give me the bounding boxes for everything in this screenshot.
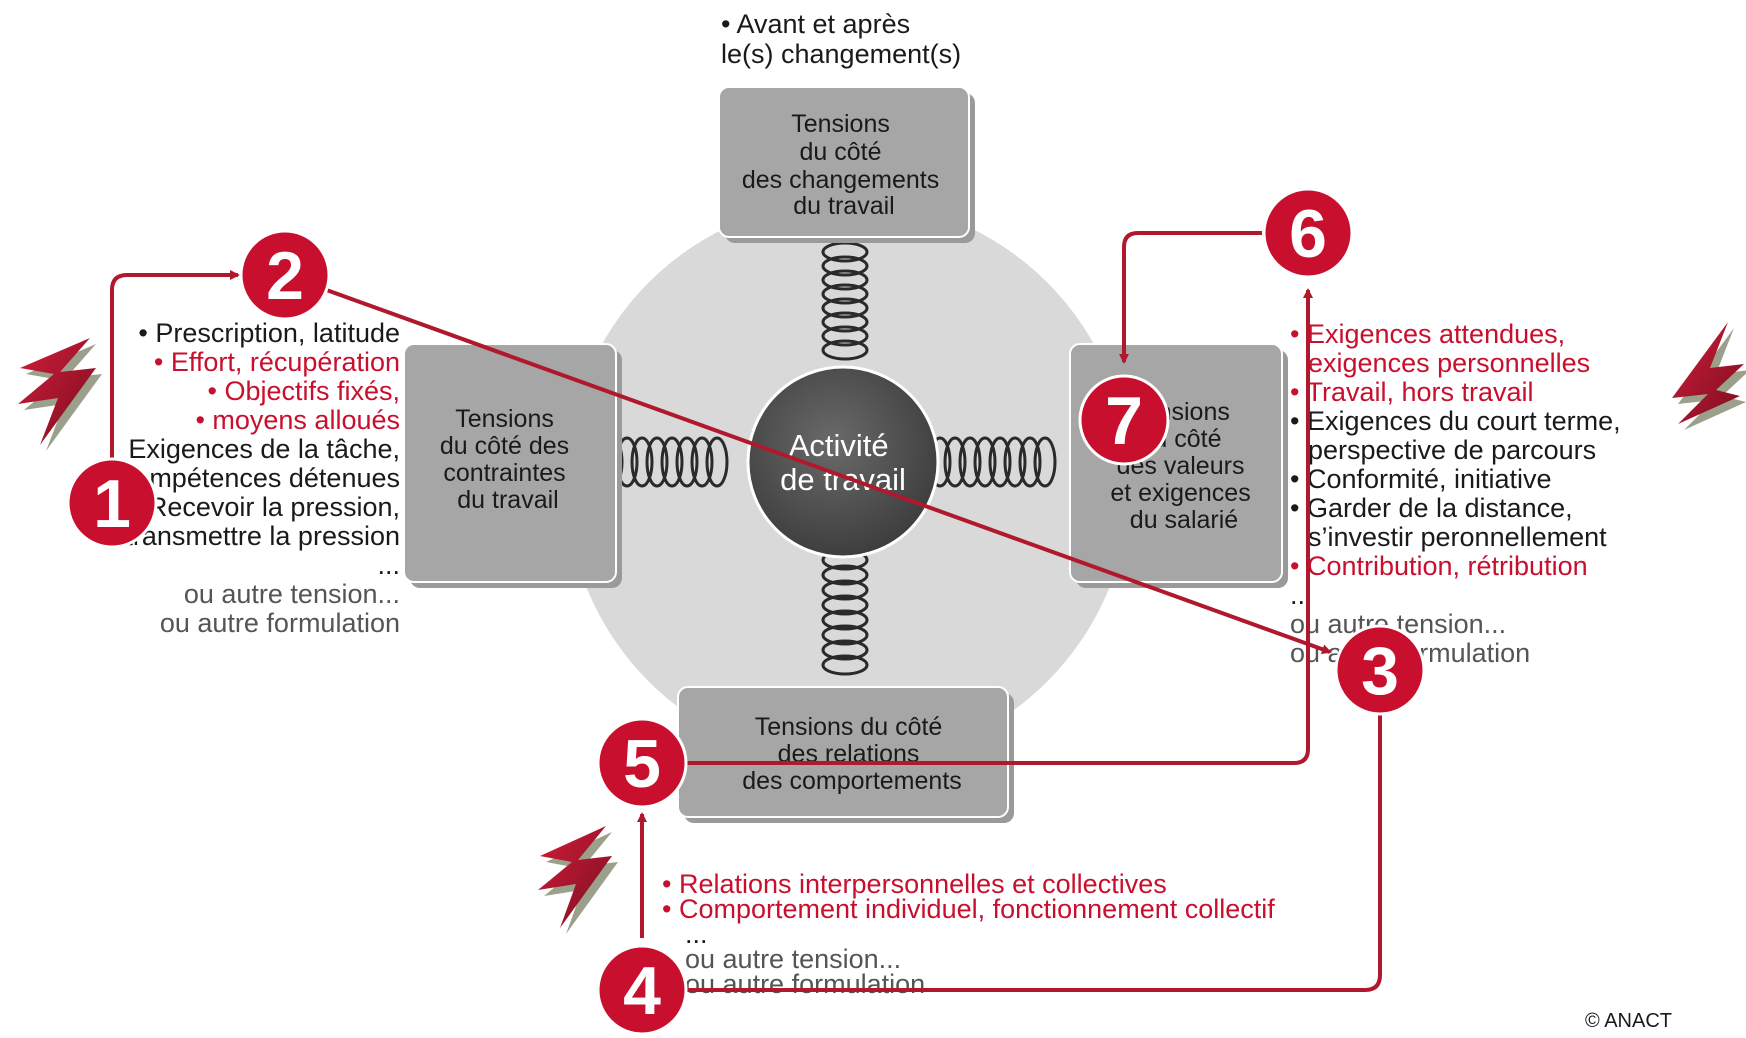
step-7-badge: 7 (1078, 374, 1170, 466)
right-tension-list: • Exigences attendues,exigences personne… (1290, 319, 1621, 668)
left-tension-list: • Prescription, latitude• Effort, récupé… (121, 318, 400, 638)
step-circles: 1 2 3 4 5 6 7 (66, 187, 1426, 1036)
box-changements: Tensions du côté des changements du trav… (718, 86, 975, 243)
box-changements-text: Tensions du côté des changements du trav… (742, 110, 946, 220)
spring-icon (660, 436, 684, 488)
step-number: 6 (1289, 196, 1327, 272)
spring-icon (821, 579, 869, 601)
spring-icon (988, 436, 1012, 488)
right-list-item: • Garder de la distance, (1290, 493, 1573, 523)
right-list-item: • Exigences attendues, (1290, 319, 1565, 349)
left-list-item: • Effort, récupération (154, 347, 400, 377)
spring-icon (821, 339, 869, 361)
left-list-item: ou autre formulation (160, 608, 400, 638)
lightning-icon (538, 826, 618, 934)
step-number: 4 (623, 953, 661, 1029)
center-activite: Activité de travail (746, 365, 940, 559)
arrow-1-to-2 (110, 270, 240, 470)
step-number: 3 (1361, 633, 1399, 709)
arrow-3-to-4 (674, 690, 1382, 995)
right-list-item: exigences personnelles (1308, 348, 1590, 378)
spring-icon (630, 436, 654, 488)
spring-icon (1033, 436, 1057, 488)
left-list-item: • Prescription, latitude (138, 318, 400, 348)
spring-icon (705, 436, 729, 488)
step-5-badge: 5 (596, 717, 688, 809)
spring-icon (821, 325, 869, 347)
right-list-item: s’investir peronnellement (1308, 522, 1607, 552)
spring-icon (1003, 436, 1027, 488)
right-list-item: • Exigences du court terme, (1290, 406, 1621, 436)
step-6-badge: 6 (1262, 187, 1354, 279)
center-text: Activité de travail (780, 428, 906, 497)
right-list-item: perspective de parcours (1308, 435, 1596, 465)
step-number: 7 (1105, 383, 1143, 459)
spring-icon (821, 283, 869, 305)
spring-icon (821, 639, 869, 661)
spring-icon (1018, 436, 1042, 488)
bottom-tension-list: • Relations interpersonnelles et collect… (662, 869, 1275, 999)
spring-icon (690, 436, 714, 488)
spring-icon (675, 436, 699, 488)
lightning-icon (18, 338, 102, 451)
step-4-badge: 4 (596, 944, 688, 1036)
spring-icon (821, 564, 869, 586)
left-list-item: compétences détenues (121, 463, 400, 493)
spring-icon (958, 436, 982, 488)
arrow-6-to-7 (1119, 231, 1262, 364)
right-list-item: • Contribution, rétribution (1290, 551, 1588, 581)
lightning-icon (1672, 322, 1746, 430)
spring-icon (645, 436, 669, 488)
flow-arrows (110, 231, 1382, 995)
step-number: 5 (623, 726, 661, 802)
left-list-item: Recevoir la pression, (148, 492, 400, 522)
step-2-badge: 2 (239, 229, 331, 321)
copyright: © ANACT (1585, 1010, 1672, 1032)
arrow-2-to-3 (284, 273, 1332, 654)
spring-icon (973, 436, 997, 488)
left-list-item: ... (377, 550, 400, 580)
spring-icon (821, 609, 869, 631)
bottom-list-item: ... (685, 919, 708, 949)
box-contraintes: Tensions du côté des contraintes du trav… (403, 343, 622, 588)
left-list-item: ou autre tension... (184, 579, 400, 609)
right-list-item: • Travail, hors travail (1290, 377, 1534, 407)
step-1-badge: 1 (66, 457, 158, 549)
left-list-item: Exigences de la tâche, (128, 434, 400, 464)
spring-icon (943, 436, 967, 488)
step-number: 1 (93, 466, 131, 542)
bottom-list-item: ou autre tension... (685, 944, 901, 974)
bottom-list-item: ou autre formulation (685, 969, 925, 999)
bottom-list-item: • Relations interpersonnelles et collect… (662, 869, 1167, 899)
left-list-item: • moyens alloués (195, 405, 400, 435)
box-contraintes-text: Tensions du côté des contraintes du trav… (440, 405, 576, 514)
spring-icon (821, 297, 869, 319)
bottom-list-item: • Comportement individuel, fonctionnemen… (662, 894, 1275, 924)
left-list-item: • Objectifs fixés, (207, 376, 400, 406)
step-number: 2 (266, 238, 304, 314)
top-note: • Avant et après le(s) changement(s) (721, 9, 961, 69)
spring-icon (821, 311, 869, 333)
box-relations: Tensions du côté des relations des compo… (677, 686, 1014, 823)
left-list-item: transmettre la pression (125, 521, 400, 551)
spring-icon (821, 594, 869, 616)
arrow-5-to-6 (676, 288, 1313, 765)
spring-icon (821, 654, 869, 676)
right-list-item: • Conformité, initiative (1290, 464, 1552, 494)
spring-icon (821, 624, 869, 646)
step-3-badge: 3 (1334, 624, 1426, 716)
spring-icon (821, 255, 869, 277)
spring-icon (821, 269, 869, 291)
